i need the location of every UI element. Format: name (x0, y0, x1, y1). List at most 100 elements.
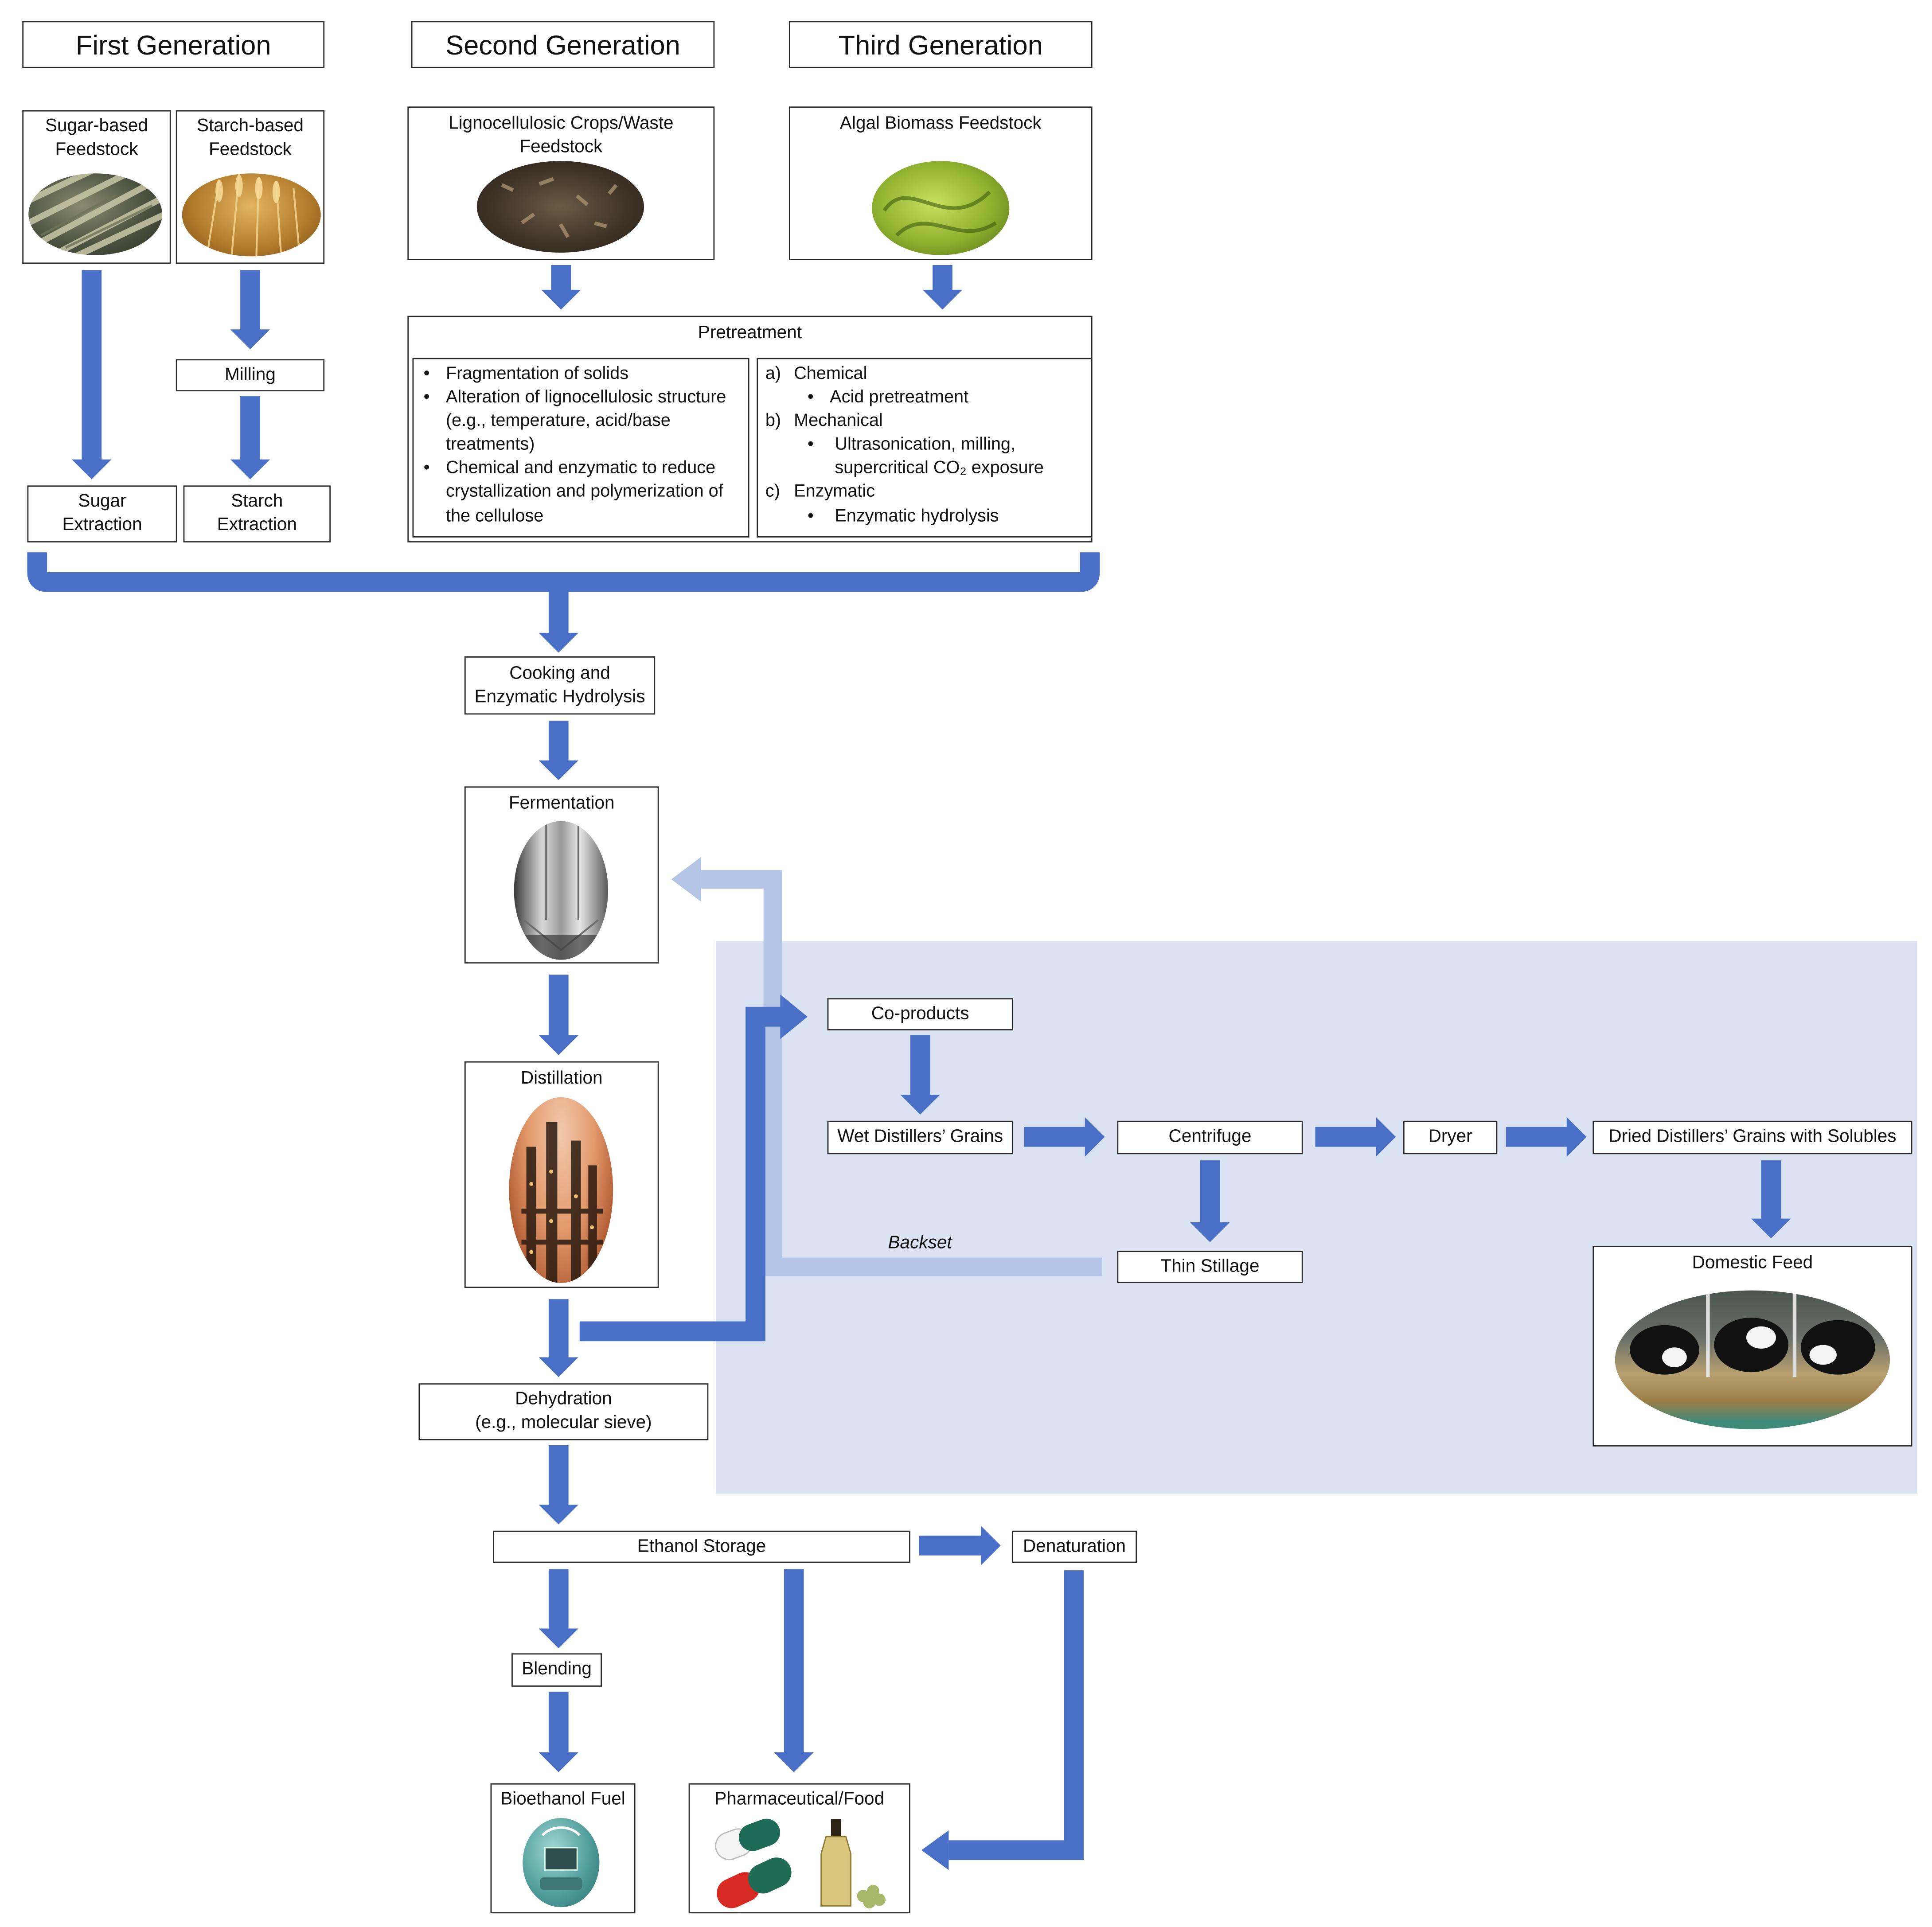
wet-distillers-grains-box: Wet Distillers’ Grains (827, 1120, 1013, 1155)
fuel-pump-icon (540, 1826, 582, 1890)
lignocellulosic-feedstock-box: Lignocellulosic Crops/Waste Feedstock (407, 106, 715, 260)
fermentation-label: Fermentation (508, 794, 615, 814)
dried-distillers-grains-box: Dried Distillers’ Grains with Solubles (1592, 1120, 1912, 1155)
pretreatment-methods-list: a) Chemical •Acid pretreatment b) Mechanic… (763, 363, 1087, 528)
method-detail-row: •Acid pretreatment (807, 387, 969, 408)
dehydration-box: Dehydration (e.g., molecular sieve) (418, 1383, 709, 1440)
coproduct-arrowhead (780, 994, 808, 1039)
ethanol-storage-label: Ethanol Storage (637, 1536, 766, 1556)
pretreatment-title: Pretreatment (698, 323, 802, 343)
pretreatment-bullet: •Fragmentation of solids (423, 364, 629, 384)
first-generation-header: First Generation (22, 21, 325, 68)
right-arrow (1506, 1117, 1587, 1157)
lignocellulosic-feedstock-label: Lignocellulosic Crops/Waste Feedstock (449, 114, 674, 157)
method-row: c) Enzymatic (763, 481, 1087, 504)
dryer-label: Dryer (1428, 1127, 1472, 1147)
fuel-gauge-image (523, 1818, 600, 1907)
down-arrow (922, 265, 963, 310)
method-marker: c) (765, 482, 780, 503)
blending-label: Blending (522, 1659, 592, 1680)
cow-icon (1630, 1290, 1875, 1377)
blending-box: Blending (511, 1653, 602, 1687)
sugar-feedstock-label: Sugar-based Feedstock (45, 116, 148, 160)
starch-extraction-label: Starch Extraction (217, 492, 297, 535)
starch-feedstock-label: Starch-based Feedstock (196, 116, 304, 160)
method-marker: b) (765, 411, 781, 431)
distillation-box: Distillation (464, 1061, 659, 1288)
method-marker: a) (765, 364, 781, 384)
dehydration-detail: (e.g., molecular sieve) (475, 1413, 652, 1433)
method-detail: Ultrasonication, milling, supercritical … (835, 435, 1044, 479)
fermentation-box: Fermentation (464, 786, 659, 964)
wheat-image (182, 173, 321, 257)
domestic-feed-box: Domestic Feed (1592, 1246, 1912, 1447)
method-detail-row: •Ultrasonication, milling, supercritical… (807, 435, 1044, 479)
pretreatment-effects-box: •Fragmentation of solids •Alteration of … (412, 358, 749, 538)
pretreatment-bullet-text: Chemical and enzymatic to reduce crystal… (445, 458, 723, 526)
coproducts-box: Co-products (827, 998, 1013, 1030)
method-label: Enzymatic (794, 482, 875, 503)
centrifuge-label: Centrifuge (1168, 1127, 1252, 1147)
second-generation-header: Second Generation (411, 21, 715, 68)
dehydration-label: Dehydration (515, 1389, 612, 1409)
starch-feedstock-box: Starch-based Feedstock (176, 110, 325, 264)
wood-chips-image (476, 161, 644, 253)
coproduct-path (579, 1006, 783, 1342)
ethanol-storage-box: Ethanol Storage (493, 1530, 910, 1563)
method-row: a) Chemical (763, 363, 1087, 386)
pharma-food-label: Pharmaceutical/Food (714, 1789, 885, 1810)
wood-chips-icon (501, 177, 618, 238)
wet-distillers-grains-label: Wet Distillers’ Grains (837, 1127, 1003, 1147)
second-generation-label: Second Generation (445, 29, 680, 60)
algae-icon (882, 191, 997, 237)
down-arrow (539, 721, 578, 780)
down-arrow (774, 1569, 814, 1772)
down-arrow (1751, 1160, 1791, 1239)
pharma-food-box: Pharmaceutical/Food (688, 1783, 910, 1914)
milling-box: Milling (176, 359, 325, 391)
coproducts-label: Co-products (871, 1003, 969, 1024)
distillation-plant-image (509, 1097, 613, 1283)
right-arrow (1024, 1117, 1105, 1157)
right-arrow (1315, 1117, 1396, 1157)
down-arrow (539, 1569, 578, 1649)
down-arrow (1190, 1160, 1230, 1242)
method-label: Mechanical (794, 411, 883, 431)
denaturation-path (948, 1570, 1084, 1861)
down-arrow (539, 1299, 578, 1377)
distillation-label: Distillation (520, 1069, 603, 1089)
method-label: Chemical (794, 364, 867, 384)
dried-distillers-grains-label: Dried Distillers’ Grains with Solubles (1608, 1127, 1897, 1147)
first-generation-label: First Generation (75, 29, 271, 60)
third-generation-label: Third Generation (838, 29, 1043, 60)
milling-label: Milling (225, 364, 276, 385)
down-arrow (539, 1445, 578, 1525)
down-arrow (230, 270, 270, 349)
centrifuge-box: Centrifuge (1117, 1120, 1303, 1155)
pills-wine-icon (715, 1818, 886, 1909)
cattle-feeding-image (1615, 1290, 1890, 1429)
dryer-box: Dryer (1403, 1120, 1498, 1155)
method-row: b) Mechanical (763, 410, 1087, 433)
down-arrow (541, 265, 581, 310)
down-arrow (900, 1035, 940, 1115)
down-arrow (230, 396, 270, 480)
bioethanol-fuel-box: Bioethanol Fuel (490, 1783, 636, 1914)
denaturation-box: Denaturation (1011, 1530, 1137, 1563)
algae-image (872, 161, 1010, 255)
pretreatment-bullet: •Alteration of lignocellulosic structure… (423, 387, 726, 455)
pretreatment-methods-box: a) Chemical •Acid pretreatment b) Mechanic… (757, 358, 1093, 538)
wheat-stalks-icon (206, 173, 301, 257)
bioethanol-fuel-label: Bioethanol Fuel (500, 1789, 625, 1810)
down-arrow (539, 582, 578, 653)
left-arrowhead (921, 1830, 949, 1870)
algal-feedstock-box: Algal Biomass Feedstock (788, 106, 1093, 260)
method-detail: Enzymatic hydrolysis (835, 506, 999, 526)
starch-extraction-box: Starch Extraction (183, 485, 331, 542)
collector-bracket (27, 552, 1100, 592)
backset-label: Backset (888, 1233, 952, 1253)
sugarcane-stalks-icon (28, 173, 163, 255)
cooking-hydrolysis-label: Cooking and Enzymatic Hydrolysis (474, 663, 645, 707)
